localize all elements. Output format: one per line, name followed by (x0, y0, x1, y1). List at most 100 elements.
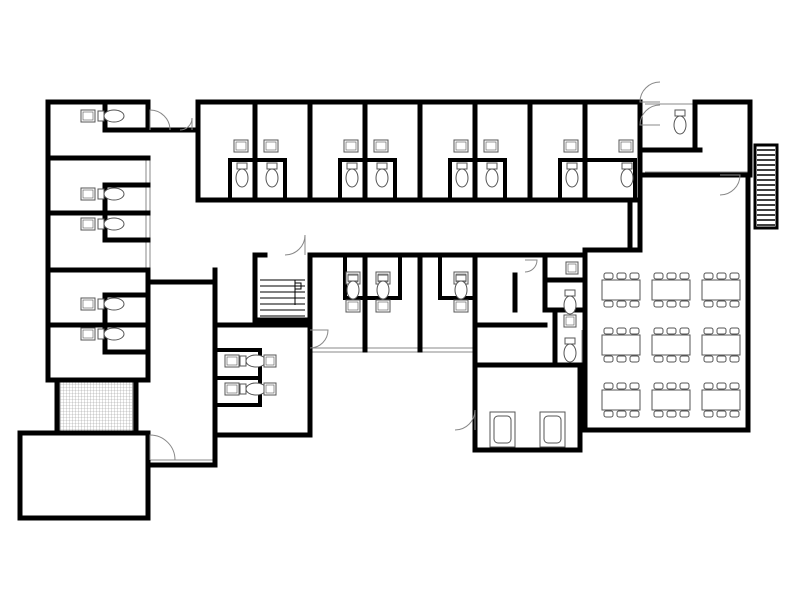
toilet-icon (103, 109, 125, 123)
chair-icon (653, 355, 664, 363)
chair-icon (603, 410, 614, 418)
toilet-icon (455, 274, 467, 282)
sink-icon (565, 261, 579, 275)
toilet-icon (455, 168, 469, 188)
chair-icon (653, 300, 664, 308)
toilet-icon (673, 115, 687, 135)
toilet-icon (347, 274, 359, 282)
sink-icon (80, 327, 96, 341)
dining-table-icon (701, 279, 741, 301)
sink-icon (80, 297, 96, 311)
chair-icon (679, 300, 690, 308)
toilet-icon (485, 168, 499, 188)
chair-icon (679, 382, 690, 390)
sink-icon (265, 356, 275, 366)
toilet-icon (235, 168, 249, 188)
sink-icon (265, 141, 277, 151)
bathtub-icon (543, 415, 562, 444)
dining-table-icon (601, 389, 641, 411)
door-swing-icon (639, 81, 661, 103)
chair-icon (666, 410, 677, 418)
toilet-icon (266, 162, 278, 170)
sink-icon (455, 301, 467, 311)
fixtures (80, 109, 687, 448)
sink-icon (80, 187, 96, 201)
toilet-icon (564, 289, 576, 297)
toilet-icon (454, 280, 468, 300)
sink-icon (565, 141, 577, 151)
toilet-icon (346, 280, 360, 300)
toilet-icon (377, 274, 389, 282)
chair-icon (616, 355, 627, 363)
sink-icon (453, 299, 469, 313)
chair-icon (729, 300, 740, 308)
sink-icon (82, 111, 94, 121)
sink-icon (82, 329, 94, 339)
sink-icon (263, 354, 277, 368)
door-swing-icon (149, 109, 171, 131)
sink-icon (375, 141, 387, 151)
chair-icon (703, 272, 714, 280)
sink-icon (235, 141, 247, 151)
chair-icon (666, 355, 677, 363)
sink-icon (265, 384, 275, 394)
chair-icon (716, 300, 727, 308)
chair-icon (629, 327, 640, 335)
sink-icon (80, 217, 96, 231)
walls (17, 99, 779, 521)
door-swing-icon (284, 234, 306, 256)
chair-icon (716, 355, 727, 363)
door-swing-icon (149, 434, 176, 461)
chair-icon (703, 327, 714, 335)
toilet-icon (345, 168, 359, 188)
chair-icon (629, 382, 640, 390)
chair-icon (679, 272, 690, 280)
chair-icon (729, 355, 740, 363)
chair-icon (716, 272, 727, 280)
sink-icon (375, 299, 391, 313)
toilet-icon (346, 162, 358, 170)
chair-icon (653, 382, 664, 390)
dining-table-icon (651, 334, 691, 356)
sink-icon (82, 219, 94, 229)
toilet-icon (564, 337, 576, 345)
dining-table-icon (601, 334, 641, 356)
sink-icon (563, 139, 579, 153)
dining-tables (601, 272, 741, 418)
sink-icon (373, 139, 389, 153)
chair-icon (616, 410, 627, 418)
dining-table-icon (701, 389, 741, 411)
door-swing-icon (454, 409, 476, 431)
chair-icon (653, 410, 664, 418)
chair-icon (729, 327, 740, 335)
dining-table-icon (651, 389, 691, 411)
sink-icon (343, 139, 359, 153)
toilet-icon (245, 354, 267, 368)
stair-up-mark (294, 282, 302, 290)
sink-icon (567, 263, 577, 273)
sink-icon (80, 109, 96, 123)
dining-table-icon (601, 279, 641, 301)
toilet-icon (620, 168, 634, 188)
chair-icon (629, 272, 640, 280)
doors (149, 81, 741, 461)
toilet-icon (674, 109, 686, 117)
sink-icon (485, 141, 497, 151)
sink-icon (82, 299, 94, 309)
sink-icon (565, 316, 575, 326)
chair-icon (629, 300, 640, 308)
toilet-icon (97, 218, 105, 230)
sink-icon (226, 384, 238, 394)
chair-icon (703, 382, 714, 390)
toilet-icon (565, 168, 579, 188)
toilet-icon (563, 343, 577, 363)
sink-icon (347, 301, 359, 311)
sink-icon (620, 141, 632, 151)
chair-icon (679, 355, 690, 363)
chair-icon (703, 355, 714, 363)
sink-icon (345, 141, 357, 151)
chair-icon (703, 410, 714, 418)
chair-icon (729, 410, 740, 418)
chair-icon (666, 382, 677, 390)
sink-icon (345, 299, 361, 313)
